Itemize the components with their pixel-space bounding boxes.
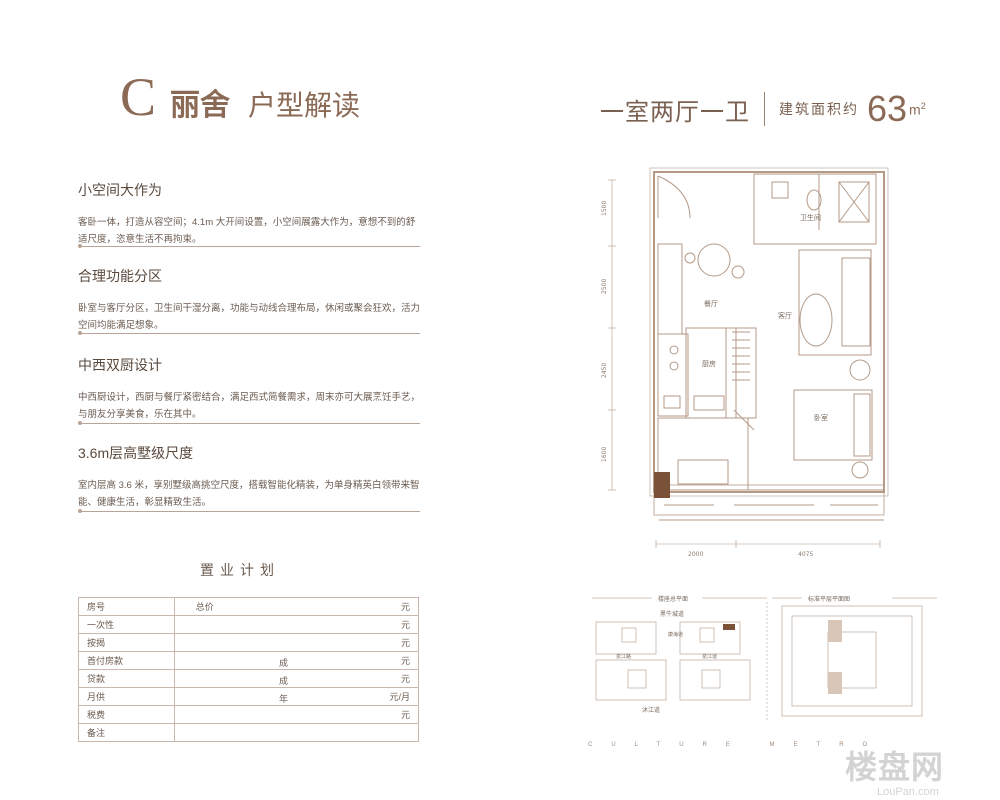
section-body: 卧室与客厅分区，卫生间干湿分离，功能与动线合理布局，休闲或聚会狂欢，活力空间均能… bbox=[78, 303, 421, 331]
unit-name: 丽舍 bbox=[170, 88, 231, 123]
divider bbox=[764, 92, 765, 126]
svg-text:标准平层平面图: 标准平层平面图 bbox=[808, 595, 850, 603]
section-title: 中西双厨设计 bbox=[78, 357, 162, 373]
purchase-plan-table: 房号总价元 一次性元 按揭元 首付房款成元 贷款成元 月供年元/月 税费元 备注 bbox=[78, 597, 419, 742]
section-divider bbox=[78, 244, 420, 248]
table-row: 贷款成元 bbox=[78, 669, 419, 688]
svg-text:沐江道: 沐江道 bbox=[642, 706, 660, 714]
svg-text:泉江道: 泉江道 bbox=[702, 653, 717, 660]
section-title: 小空间大作为 bbox=[78, 182, 162, 198]
feature-section-3: 中西双厨设计 中西厨设计，西厨与餐厅紧密结合，满足西式简餐需求，周末亦可大展烹饪… bbox=[78, 355, 420, 423]
svg-text:1500: 1500 bbox=[601, 201, 608, 216]
table-row: 备注 bbox=[78, 723, 419, 742]
area-unit: m2 bbox=[909, 100, 926, 118]
section-body: 客卧一体，打造从容空间；4.1m 大开间设置，小空间展露大作为，意想不到的舒适尺… bbox=[78, 217, 416, 245]
unit-highlight bbox=[828, 672, 842, 694]
section-body: 室内层高 3.6 米，享别墅级高挑空尺度，搭载智能化精装，为单身精英白领带来智能… bbox=[78, 480, 420, 508]
feature-section-1: 小空间大作为 客卧一体，打造从容空间；4.1m 大开间设置，小空间展露大作为，意… bbox=[78, 180, 420, 248]
svg-text:卫生间: 卫生间 bbox=[800, 213, 821, 222]
section-divider bbox=[78, 509, 420, 513]
table-row: 税费元 bbox=[78, 705, 419, 724]
table-row: 一次性元 bbox=[78, 615, 419, 634]
svg-text:客厅: 客厅 bbox=[778, 311, 792, 320]
section-title: 3.6m层高墅级尺度 bbox=[78, 445, 194, 461]
unit-letter: C bbox=[120, 67, 157, 127]
unit-location-marker bbox=[723, 624, 735, 630]
watermark-logo: 楼盘网 bbox=[845, 749, 945, 785]
svg-text:康海道: 康海道 bbox=[668, 631, 683, 638]
svg-text:餐厅: 餐厅 bbox=[704, 299, 718, 308]
svg-text:4075: 4075 bbox=[798, 551, 813, 558]
floor-plan-drawing: 卫生间 餐厅 客厅 厨房 卧室 1500 2500 2450 1600 2000… bbox=[601, 167, 889, 558]
section-divider bbox=[78, 421, 420, 425]
table-row: 月供年元/月 bbox=[78, 687, 419, 706]
unit-subtitle: 户型解读 bbox=[248, 89, 361, 122]
feature-section-4: 3.6m层高墅级尺度 室内层高 3.6 米，享别墅级高挑空尺度，搭载智能化精装，… bbox=[78, 443, 420, 511]
table-row: 房号总价元 bbox=[78, 597, 419, 616]
page-title: C 丽舍 户型解读 bbox=[120, 70, 360, 124]
svg-text:楼座总平面: 楼座总平面 bbox=[658, 595, 688, 603]
svg-text:2500: 2500 bbox=[601, 279, 608, 294]
section-body: 中西厨设计，西厨与餐厅紧密结合，满足西式简餐需求，周末亦可大展烹饪手艺，与朋友分… bbox=[78, 392, 421, 420]
site-plan-drawing: 楼座总平面 标准平层平面图 黑牛城道 沐江道 泉江路 泉江道 康海道 bbox=[592, 595, 937, 720]
room-type: 一室两厅一卫 bbox=[600, 98, 750, 126]
entry-marker bbox=[654, 472, 670, 498]
area-label: 建筑面积约 bbox=[779, 101, 859, 117]
area-value: 63 bbox=[867, 88, 908, 129]
svg-text:黑牛城道: 黑牛城道 bbox=[660, 610, 684, 618]
svg-text:泉江路: 泉江路 bbox=[616, 653, 631, 660]
section-title: 合理功能分区 bbox=[78, 268, 162, 284]
svg-text:2450: 2450 bbox=[601, 363, 608, 378]
table-row: 按揭元 bbox=[78, 633, 419, 652]
svg-text:卧室: 卧室 bbox=[814, 413, 828, 422]
section-divider bbox=[78, 331, 420, 335]
feature-section-2: 合理功能分区 卧室与客厅分区，卫生间干湿分离，功能与动线合理布局，休闲或聚会狂欢… bbox=[78, 266, 420, 334]
brand-tagline: CULTURE METRO bbox=[588, 742, 887, 748]
plan-title: 置业计划 bbox=[200, 562, 280, 578]
svg-text:1600: 1600 bbox=[601, 447, 608, 462]
svg-text:厨房: 厨房 bbox=[702, 359, 716, 368]
unit-highlight bbox=[828, 620, 842, 642]
watermark-url: LouPan.com bbox=[877, 786, 939, 798]
unit-summary: 一室两厅一卫 建筑面积约 63 m2 bbox=[600, 88, 926, 130]
watermark: 楼盘网 LouPan.com bbox=[845, 742, 944, 798]
table-row: 首付房款成元 bbox=[78, 651, 419, 670]
svg-text:2000: 2000 bbox=[688, 551, 703, 558]
